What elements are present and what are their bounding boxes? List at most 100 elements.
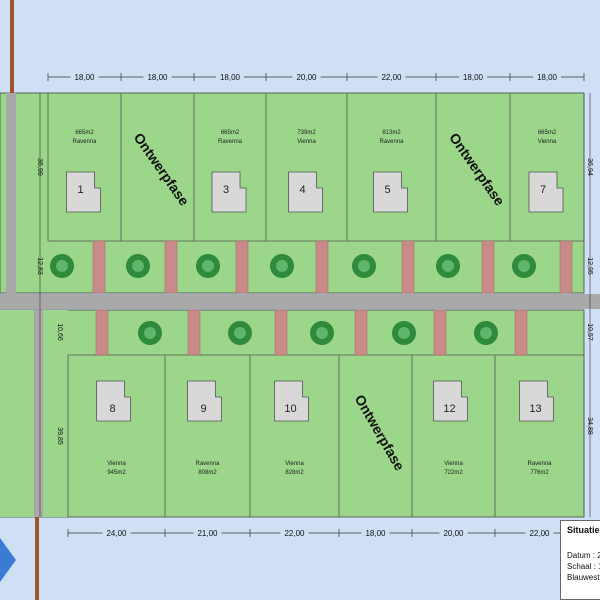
depth-label: 12,83 xyxy=(36,257,43,275)
dimension-label: 21,00 xyxy=(197,529,218,538)
plot-number: 8 xyxy=(109,403,115,415)
plot-area: 776m2 xyxy=(530,470,549,476)
driveway-paver xyxy=(559,240,573,294)
tree-icon-center xyxy=(276,260,288,272)
house-type: Ravenna xyxy=(379,139,404,145)
dimension-label-bg xyxy=(525,528,554,537)
plot-area: 739m2 xyxy=(297,130,316,136)
north-arrow-icon xyxy=(0,538,16,582)
dimension-label-bg xyxy=(459,72,487,81)
house-type: Ravenna xyxy=(195,461,220,467)
driveway-paver xyxy=(481,240,495,294)
driveway-paver xyxy=(187,309,201,356)
tree-icon-center xyxy=(144,327,156,339)
tree-icon-center xyxy=(358,260,370,272)
tree-icon-center xyxy=(202,260,214,272)
tree-icon-center xyxy=(442,260,454,272)
plot-number: 10 xyxy=(284,403,296,415)
dimension-label-bg xyxy=(439,528,468,537)
pole-bottom xyxy=(35,517,39,600)
plot-area: 828m2 xyxy=(285,470,304,476)
dimension-label-bg xyxy=(377,72,406,81)
tree-icon-center xyxy=(56,260,68,272)
dimension-label: 20,00 xyxy=(296,73,317,82)
depth-label: 39,85 xyxy=(56,427,63,445)
pole-top xyxy=(10,0,14,93)
driveway-paver xyxy=(92,240,106,294)
dimension-label: 18,00 xyxy=(74,73,95,82)
tree-icon-center xyxy=(132,260,144,272)
plot-area: 665m2 xyxy=(221,130,240,136)
dimension-label-bg xyxy=(193,528,222,537)
dimension-label: 22,00 xyxy=(381,73,402,82)
driveway-paver xyxy=(315,240,329,294)
depth-label: 36,99 xyxy=(36,158,43,176)
house-type: Vienna xyxy=(538,139,557,145)
dimension-label: 24,00 xyxy=(106,529,127,538)
house-type: Vienna xyxy=(444,461,463,467)
house-footprint xyxy=(96,380,131,422)
plot-number: 3 xyxy=(223,184,229,196)
plot-number: 4 xyxy=(299,184,305,196)
house-type: Ravenna xyxy=(527,461,552,467)
dimension-label: 18,00 xyxy=(365,529,386,538)
plot-number: 1 xyxy=(77,184,83,196)
driveway-paver xyxy=(164,240,178,294)
main-road xyxy=(0,294,600,309)
tree-icon-center xyxy=(518,260,530,272)
house-type: Vienna xyxy=(107,461,126,467)
driveway-paver xyxy=(354,309,368,356)
driveway-paver xyxy=(235,240,249,294)
plot-number: 9 xyxy=(200,403,206,415)
side-path-top xyxy=(6,93,16,294)
plot-number: 13 xyxy=(529,403,541,415)
dimension-label: 18,00 xyxy=(463,73,484,82)
house-footprint xyxy=(66,171,101,213)
house-footprint xyxy=(433,380,468,422)
dimension-label: 22,00 xyxy=(529,529,550,538)
plot-number: 12 xyxy=(443,403,455,415)
plot-number: 7 xyxy=(540,184,546,196)
depth-label: 36,94 xyxy=(586,158,593,176)
dimension-label-bg xyxy=(292,72,321,81)
house-footprint xyxy=(187,380,222,422)
legend-author: Blauwest xyxy=(567,573,600,582)
depth-label: 10,57 xyxy=(586,323,593,341)
house-footprint xyxy=(288,171,323,213)
plot-area: 808m2 xyxy=(198,470,217,476)
legend-date: Datum : 2 xyxy=(567,551,600,560)
house-type: Vienna xyxy=(297,139,316,145)
legend-title: Situatie xyxy=(567,525,600,535)
house-footprint xyxy=(528,171,564,213)
plot-area: 813m2 xyxy=(382,130,401,136)
depth-label: 34,88 xyxy=(586,417,593,435)
tree-icon-center xyxy=(480,327,492,339)
dimension-label-bg xyxy=(102,528,131,537)
plot-area: 665m2 xyxy=(538,130,557,136)
depth-label: 10,66 xyxy=(56,323,63,341)
dimension-label: 20,00 xyxy=(443,529,464,538)
dimension-label-bg xyxy=(216,72,244,81)
house-footprint xyxy=(274,380,309,422)
dimension-label: 18,00 xyxy=(537,73,558,82)
plot-area: 722m2 xyxy=(444,470,463,476)
dimension-label-bg xyxy=(280,528,309,537)
driveway-paver xyxy=(401,240,415,294)
plot-area: 665m2 xyxy=(75,130,94,136)
house-type: Ravenna xyxy=(72,139,97,145)
dimension-label-bg xyxy=(70,72,99,81)
tree-icon-center xyxy=(234,327,246,339)
driveway-paver xyxy=(95,309,109,356)
dimension-label: 18,00 xyxy=(147,73,168,82)
dimension-label: 18,00 xyxy=(220,73,241,82)
plot-number: 5 xyxy=(384,184,390,196)
tree-icon-center xyxy=(316,327,328,339)
house-footprint xyxy=(211,171,247,213)
legend-scale: Schaal : 1 xyxy=(567,562,600,571)
driveway-paver xyxy=(274,309,288,356)
house-type: Vienna xyxy=(285,461,304,467)
plot-area: 945m2 xyxy=(107,470,126,476)
house-footprint xyxy=(519,380,554,422)
